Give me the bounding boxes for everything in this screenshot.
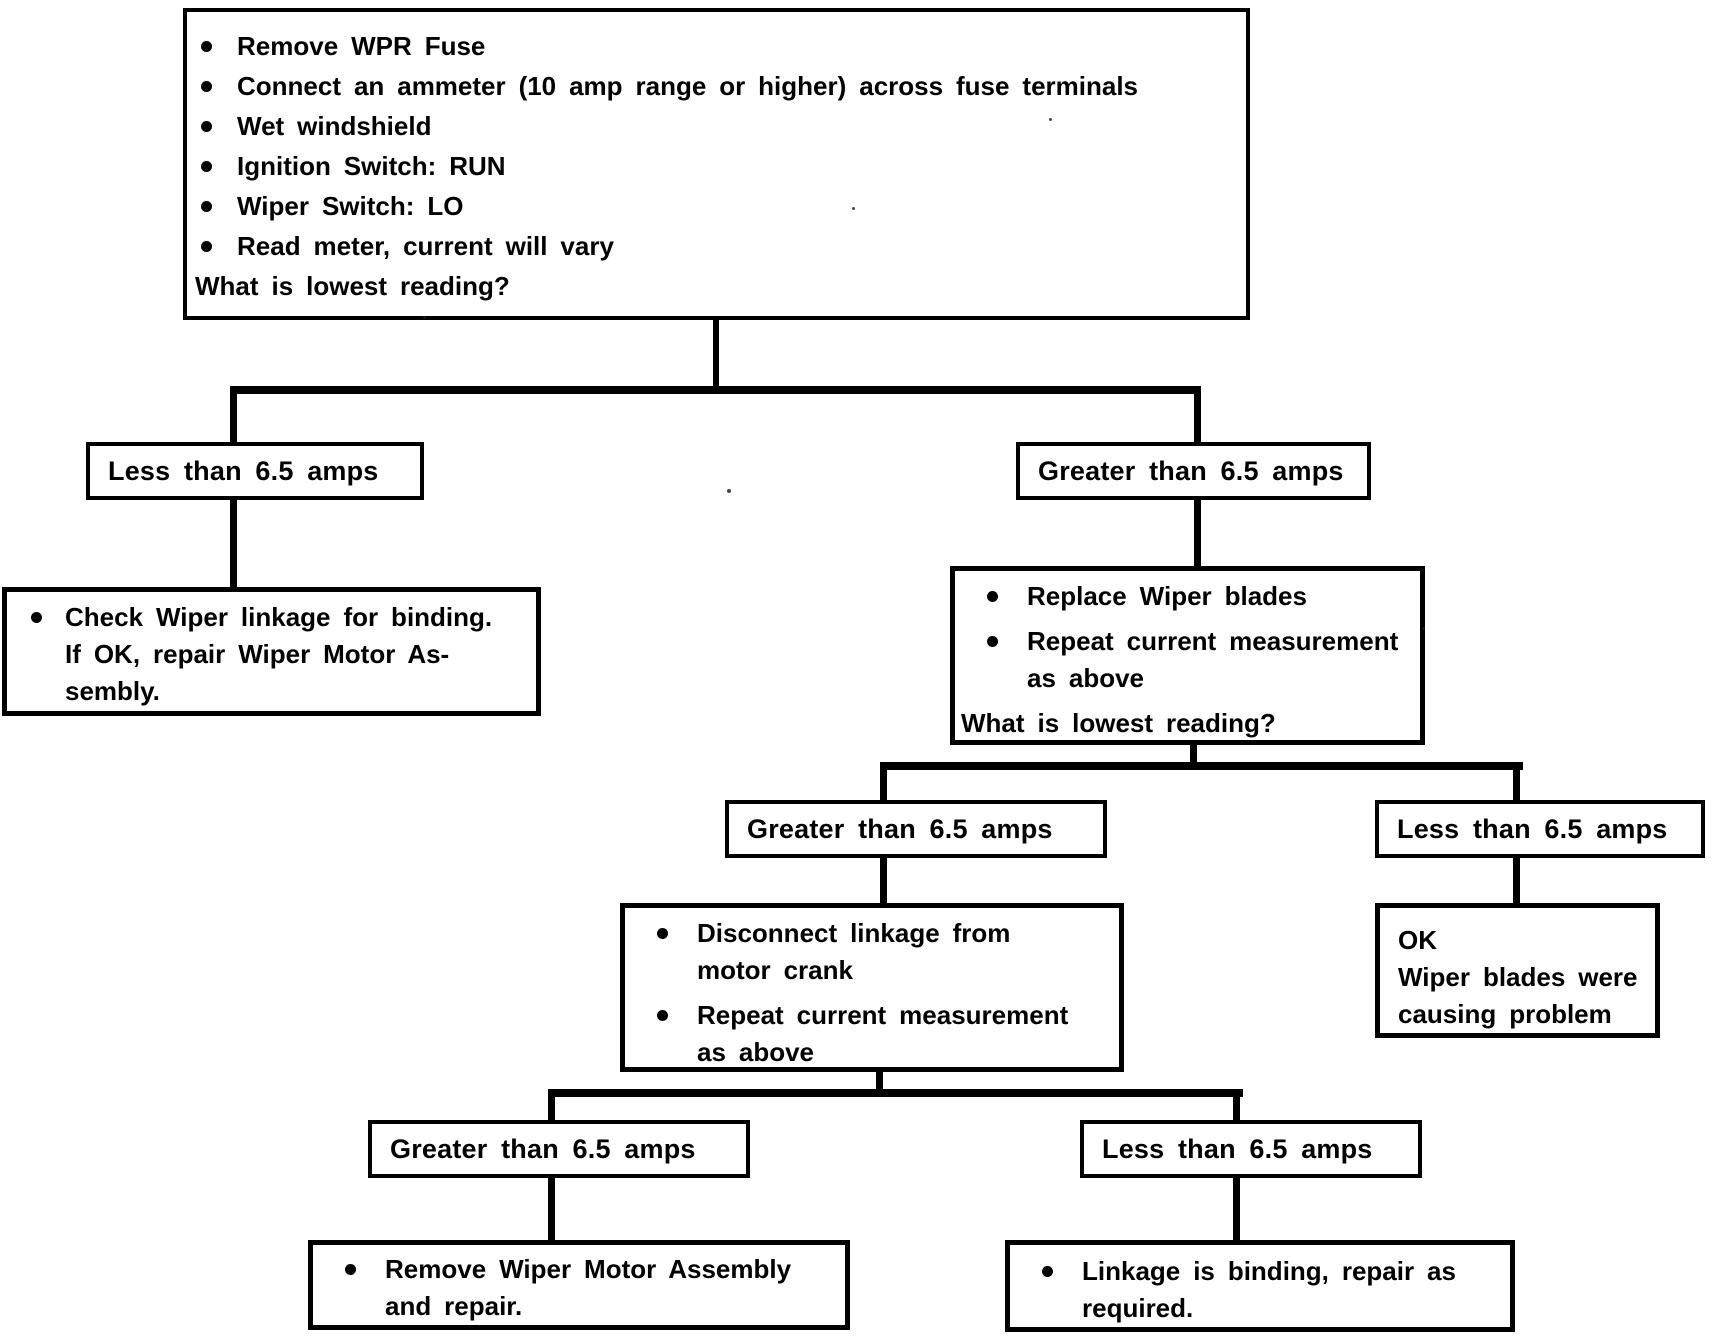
scan-noise-dot bbox=[1422, 627, 1425, 630]
start-bullet-item: Read meter, current will vary bbox=[191, 226, 1234, 266]
bullet-item: Repeat current measurement as above bbox=[955, 623, 1420, 697]
bullet-icon bbox=[657, 928, 668, 939]
connector-greater3-drop bbox=[548, 1176, 555, 1242]
action-line: required. bbox=[1082, 1293, 1194, 1323]
action-line: sembly. bbox=[65, 676, 160, 706]
decision1-greater-label: Greater than 6.5 amps bbox=[1038, 455, 1344, 486]
connector-less2-drop bbox=[1513, 856, 1520, 905]
connector-drop-2-left bbox=[880, 762, 887, 802]
start-bullet-text: Connect an ammeter (10 amp range or high… bbox=[237, 71, 1139, 101]
bullet-icon bbox=[657, 1010, 668, 1021]
bullet-item: Remove Wiper Motor Assembly and repair. bbox=[313, 1251, 845, 1325]
bullet-item: Check Wiper linkage for binding. If OK, … bbox=[7, 599, 536, 710]
scan-noise-dot bbox=[727, 489, 731, 493]
decision1-less-label: Less than 6.5 amps bbox=[108, 455, 379, 486]
result-line: causing problem bbox=[1398, 999, 1612, 1029]
start-question: What is lowest reading? bbox=[195, 271, 510, 301]
connector-a3-stub bbox=[876, 1070, 883, 1093]
decision1-greater-box: Greater than 6.5 amps bbox=[1016, 442, 1371, 500]
connector-a2-stub bbox=[1190, 743, 1197, 768]
connector-drop-2-right bbox=[1513, 762, 1520, 802]
connector-drop-1-right bbox=[1194, 386, 1201, 444]
action-replace-blades-box: Replace Wiper blades Repeat current meas… bbox=[950, 566, 1425, 745]
action-line: Remove Wiper Motor Assembly bbox=[385, 1254, 792, 1284]
action-check-linkage-box: Check Wiper linkage for binding. If OK, … bbox=[2, 587, 541, 716]
scan-noise-dot bbox=[1049, 118, 1052, 121]
bullet-icon bbox=[987, 636, 998, 647]
result-line: OK bbox=[1398, 925, 1437, 955]
connector-drop-3-right bbox=[1233, 1089, 1240, 1122]
scan-noise-dot bbox=[852, 207, 855, 210]
connector-start-stub bbox=[713, 318, 719, 392]
bullet-icon bbox=[31, 612, 42, 623]
bullet-icon bbox=[987, 591, 998, 602]
connector-greater2-drop bbox=[880, 856, 887, 905]
decision3-less-label: Less than 6.5 amps bbox=[1102, 1133, 1373, 1164]
action-line: and repair. bbox=[385, 1291, 523, 1321]
start-bullet-item: Connect an ammeter (10 amp range or high… bbox=[191, 66, 1234, 106]
bullet-icon bbox=[201, 41, 212, 52]
start-bullet-item: Wet windshield bbox=[191, 106, 1234, 146]
start-bullet-text: Ignition Switch: RUN bbox=[237, 151, 506, 181]
connector-bus-3 bbox=[548, 1089, 1243, 1097]
decision3-greater-label: Greater than 6.5 amps bbox=[390, 1133, 696, 1164]
start-bullet-text: Wet windshield bbox=[237, 111, 432, 141]
action-disconnect-linkage-box: Disconnect linkage from motor crank Repe… bbox=[620, 903, 1124, 1072]
replace-blades-question: What is lowest reading? bbox=[961, 708, 1276, 738]
decision3-less-box: Less than 6.5 amps bbox=[1080, 1120, 1422, 1178]
bullet-item: Linkage is binding, repair as required. bbox=[1010, 1253, 1510, 1327]
bullet-icon bbox=[201, 81, 212, 92]
bullet-item: Repeat current measurement as above bbox=[625, 997, 1119, 1071]
decision2-less-box: Less than 6.5 amps bbox=[1375, 800, 1705, 858]
bullet-icon bbox=[345, 1264, 356, 1275]
connector-less1-drop bbox=[230, 498, 237, 589]
decision2-less-label: Less than 6.5 amps bbox=[1397, 813, 1668, 844]
connector-less3-drop bbox=[1233, 1176, 1240, 1242]
connector-bus-2 bbox=[880, 762, 1523, 770]
action-remove-motor-box: Remove Wiper Motor Assembly and repair. bbox=[308, 1240, 850, 1330]
action-line: Check Wiper linkage for binding. bbox=[65, 602, 493, 632]
bullet-item: Disconnect linkage from motor crank bbox=[625, 915, 1119, 989]
decision1-less-box: Less than 6.5 amps bbox=[86, 442, 424, 500]
action-linkage-binding-box: Linkage is binding, repair as required. bbox=[1005, 1240, 1515, 1332]
start-bullet-item: Wiper Switch: LO bbox=[191, 186, 1234, 226]
result-line: Wiper blades were bbox=[1398, 962, 1638, 992]
action-line: Linkage is binding, repair as bbox=[1082, 1256, 1456, 1286]
decision3-greater-box: Greater than 6.5 amps bbox=[368, 1120, 750, 1178]
action-line: Disconnect linkage from bbox=[697, 918, 1011, 948]
decision2-greater-box: Greater than 6.5 amps bbox=[725, 800, 1107, 858]
connector-greater1-drop bbox=[1194, 498, 1201, 568]
bullet-icon bbox=[201, 241, 212, 252]
start-box: Remove WPR Fuse Connect an ammeter (10 a… bbox=[183, 8, 1250, 320]
bullet-icon bbox=[1042, 1266, 1053, 1277]
connector-bus-1 bbox=[233, 386, 1201, 394]
bullet-icon bbox=[201, 201, 212, 212]
bullet-item: Replace Wiper blades bbox=[955, 578, 1420, 615]
action-line: as above bbox=[697, 1037, 815, 1067]
action-line: If OK, repair Wiper Motor As- bbox=[65, 639, 450, 669]
scan-noise-dot bbox=[423, 316, 426, 319]
action-line: motor crank bbox=[697, 955, 853, 985]
action-line: as above bbox=[1027, 663, 1145, 693]
connector-drop-3-left bbox=[548, 1089, 555, 1122]
bullet-icon bbox=[201, 161, 212, 172]
action-line: Repeat current measurement bbox=[697, 1000, 1069, 1030]
start-bullet-text: Read meter, current will vary bbox=[237, 231, 614, 261]
start-bullet-item: Remove WPR Fuse bbox=[191, 26, 1234, 66]
action-line: Repeat current measurement bbox=[1027, 626, 1399, 656]
start-bullet-item: Ignition Switch: RUN bbox=[191, 146, 1234, 186]
result-blades-ok-box: OK Wiper blades were causing problem bbox=[1375, 903, 1660, 1038]
start-bullet-text: Wiper Switch: LO bbox=[237, 191, 464, 221]
bullet-icon bbox=[201, 121, 212, 132]
decision2-greater-label: Greater than 6.5 amps bbox=[747, 813, 1053, 844]
connector-drop-1-left bbox=[230, 386, 237, 444]
action-line: Replace Wiper blades bbox=[1027, 581, 1307, 611]
start-bullet-text: Remove WPR Fuse bbox=[237, 31, 486, 61]
